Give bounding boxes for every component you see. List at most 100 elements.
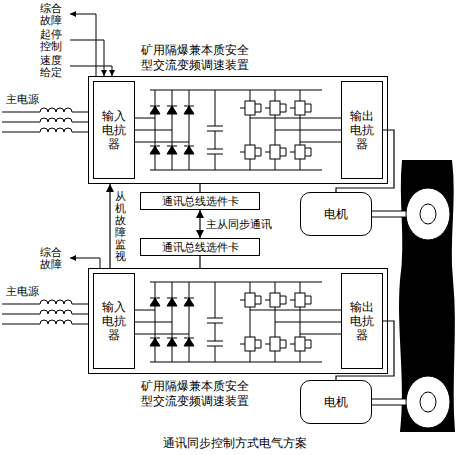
edge-label: 主从同步通讯 bbox=[206, 218, 272, 230]
diode-symbol bbox=[167, 146, 177, 154]
signal-label: 起停控制 bbox=[40, 28, 65, 52]
igbt-symbol bbox=[270, 101, 280, 115]
igbt-gate bbox=[265, 108, 270, 109]
igbt-symbol bbox=[270, 145, 280, 159]
igbt-gate bbox=[290, 108, 295, 109]
diode-symbol bbox=[150, 146, 160, 154]
box-label: 输入电抗器 bbox=[97, 300, 131, 342]
output-tap bbox=[250, 310, 341, 311]
igbt-symbol bbox=[245, 145, 255, 159]
freewheel-wire bbox=[311, 296, 312, 304]
igbt-gate bbox=[265, 344, 270, 345]
circuit-wire bbox=[189, 90, 190, 170]
freewheel-wire bbox=[305, 304, 311, 305]
output-tap bbox=[300, 334, 341, 335]
capacitor-plate bbox=[207, 318, 223, 319]
igbt-symbol bbox=[295, 101, 305, 115]
box-label: 电机 bbox=[324, 395, 348, 409]
igbt-symbol bbox=[295, 293, 305, 307]
freewheel-wire bbox=[286, 104, 287, 112]
signal-label: 综合故障 bbox=[40, 246, 65, 270]
freewheel-wire bbox=[261, 148, 262, 156]
power-wire bbox=[2, 320, 88, 324]
input-tap bbox=[135, 334, 189, 335]
input-tap bbox=[135, 130, 172, 131]
power-label: 主电源 bbox=[6, 93, 39, 105]
dc-bus bbox=[150, 170, 322, 171]
drum-hub bbox=[420, 204, 436, 224]
freewheel-wire bbox=[280, 112, 286, 113]
igbt-gate bbox=[240, 108, 245, 109]
power-wire bbox=[2, 300, 88, 304]
motor-shaft bbox=[370, 399, 410, 405]
igbt-symbol bbox=[270, 293, 280, 307]
freewheel-wire bbox=[255, 304, 261, 305]
freewheel-wire bbox=[305, 112, 311, 113]
input-tap bbox=[135, 118, 155, 119]
diode-symbol bbox=[150, 106, 160, 114]
diode-symbol bbox=[150, 298, 160, 306]
freewheel-wire bbox=[261, 104, 262, 112]
circuit-wire bbox=[189, 282, 190, 362]
box-label: 通讯总线选件卡 bbox=[162, 194, 239, 208]
freewheel-wire bbox=[311, 104, 312, 112]
freewheel-wire bbox=[255, 148, 261, 149]
drum-hub bbox=[420, 392, 436, 412]
circuit-wire bbox=[215, 131, 216, 149]
bus-option-card: 通讯总线选件卡 bbox=[140, 238, 260, 256]
freewheel-wire bbox=[280, 348, 286, 349]
input-tap bbox=[135, 142, 189, 143]
output-tap bbox=[275, 130, 341, 131]
power-label: 主电源 bbox=[6, 285, 39, 297]
drive-drum bbox=[406, 188, 450, 240]
output-tap bbox=[250, 118, 341, 119]
bus-option-card: 通讯总线选件卡 bbox=[140, 192, 260, 210]
freewheel-wire bbox=[311, 340, 312, 348]
capacitor-plate bbox=[207, 341, 223, 342]
power-wire bbox=[2, 128, 88, 132]
freewheel-wire bbox=[305, 348, 311, 349]
freewheel-wire bbox=[280, 296, 286, 297]
circuit-wire bbox=[215, 90, 216, 126]
input-reactor: 输入电抗器 bbox=[93, 273, 135, 369]
comm-line bbox=[109, 184, 110, 268]
igbt-gate bbox=[265, 152, 270, 153]
drive-drum bbox=[406, 376, 450, 428]
freewheel-wire bbox=[286, 340, 287, 348]
comm-line bbox=[199, 184, 200, 192]
signal-wire bbox=[70, 66, 112, 76]
dc-bus bbox=[150, 362, 322, 363]
igbt-gate bbox=[290, 344, 295, 345]
comm-line bbox=[199, 210, 200, 238]
signal-label: 速度给定 bbox=[40, 54, 65, 78]
igbt-symbol bbox=[245, 337, 255, 351]
igbt-gate bbox=[265, 300, 270, 301]
freewheel-wire bbox=[255, 340, 261, 341]
igbt-gate bbox=[290, 152, 295, 153]
conveyor-belt bbox=[399, 160, 455, 432]
motor: 电机 bbox=[300, 192, 372, 236]
capacitor-plate bbox=[207, 149, 223, 150]
converter-unit: 矿用隔爆兼本质安全型交流变频调速装置输入电抗器输出电抗器 bbox=[88, 268, 388, 374]
box-label: 输出电抗器 bbox=[345, 300, 379, 342]
freewheel-wire bbox=[286, 148, 287, 156]
box-label: 输入电抗器 bbox=[97, 109, 131, 151]
freewheel-wire bbox=[305, 104, 311, 105]
freewheel-wire bbox=[305, 340, 311, 341]
freewheel-wire bbox=[255, 296, 261, 297]
diode-symbol bbox=[150, 338, 160, 346]
signal-wire bbox=[70, 258, 100, 268]
circuit-wire bbox=[215, 323, 216, 341]
capacitor-plate bbox=[207, 126, 223, 127]
output-tap bbox=[275, 322, 341, 323]
freewheel-wire bbox=[286, 296, 287, 304]
power-wire bbox=[2, 118, 88, 122]
output-reactor: 输出电抗器 bbox=[341, 273, 383, 369]
diode-symbol bbox=[184, 106, 194, 114]
igbt-symbol bbox=[295, 337, 305, 351]
igbt-symbol bbox=[245, 101, 255, 115]
igbt-gate bbox=[240, 344, 245, 345]
igbt-gate bbox=[240, 300, 245, 301]
circuit-wire bbox=[215, 346, 216, 362]
power-wire bbox=[2, 108, 88, 112]
